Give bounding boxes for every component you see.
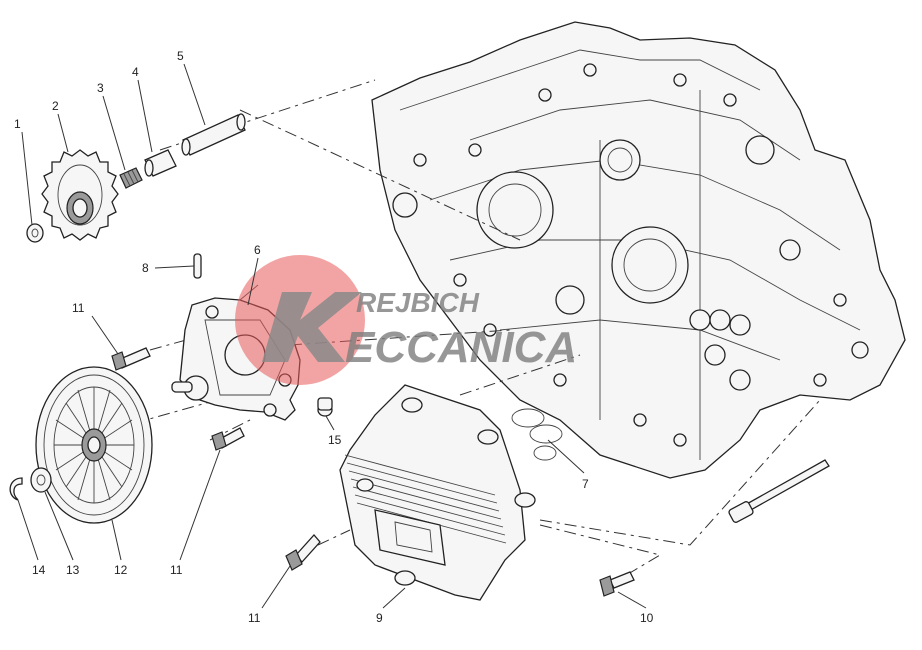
callout-11-a: 11 <box>72 301 85 315</box>
callout-8: 8 <box>142 261 149 275</box>
callout-1: 1 <box>14 117 21 131</box>
callout-7: 7 <box>582 477 589 491</box>
callout-2: 2 <box>52 99 59 113</box>
stud-bolt <box>728 459 830 523</box>
callout-11-c: 11 <box>248 611 261 625</box>
callout-14: 14 <box>32 563 46 577</box>
dowel-part-8 <box>193 253 202 279</box>
callout-9: 9 <box>376 611 383 625</box>
callout-15: 15 <box>328 433 342 447</box>
watermark-k-mark <box>262 292 362 362</box>
washer-part-1 <box>26 223 44 243</box>
screw-part-11-a <box>111 347 151 371</box>
screw-part-10 <box>599 571 635 597</box>
shaft-part-5 <box>181 113 246 156</box>
watermark-logo: REJBICH ECCANICA <box>235 255 577 385</box>
oil-cooler-part-9 <box>339 384 536 601</box>
screw-part-11-c <box>285 534 321 571</box>
crankcase-housing <box>371 21 906 479</box>
bushing-part-4 <box>144 149 177 177</box>
watermark-line-1: REJBICH <box>356 287 480 318</box>
callout-12: 12 <box>114 563 128 577</box>
callout-5: 5 <box>177 49 184 63</box>
gear-part-12 <box>35 366 153 524</box>
gear-part-2 <box>41 149 119 241</box>
callout-4: 4 <box>132 65 139 79</box>
callout-labels: 1 2 3 4 5 6 7 8 9 10 11 11 11 12 13 14 1… <box>14 49 654 625</box>
leader-lines <box>17 63 647 609</box>
callout-10: 10 <box>640 611 654 625</box>
watermark-line-2: ECCANICA <box>345 323 577 372</box>
callout-11-b: 11 <box>170 563 183 577</box>
callout-6: 6 <box>254 243 261 257</box>
plug-part-15 <box>317 397 333 417</box>
screw-part-11-b <box>211 427 245 451</box>
bearing-part-3 <box>119 167 143 189</box>
washer-part-13 <box>30 467 52 493</box>
callout-13: 13 <box>66 563 80 577</box>
circlip-part-14 <box>9 477 23 501</box>
o-rings-part-7 <box>511 408 563 461</box>
callout-3: 3 <box>97 81 104 95</box>
